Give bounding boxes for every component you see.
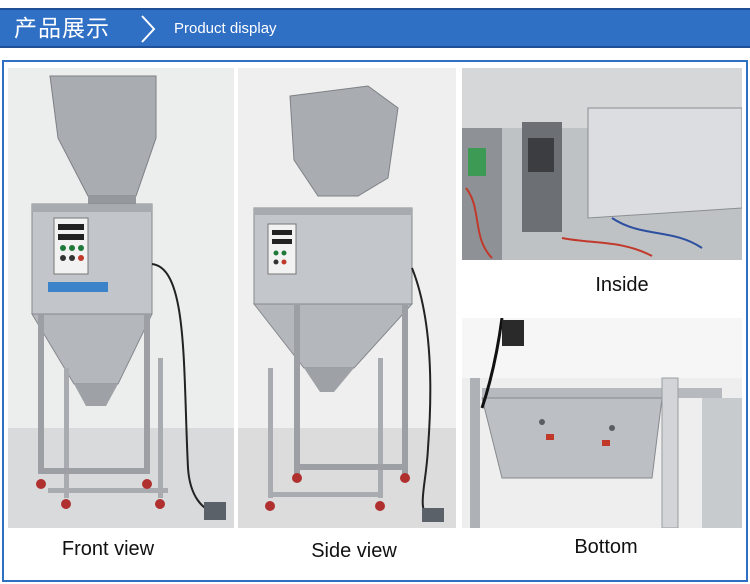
- product-panel: [2, 60, 748, 582]
- front-view-photo: [8, 68, 234, 528]
- side-view-photo: [238, 68, 456, 528]
- inside-machine: [462, 68, 742, 260]
- inside-photo: [462, 68, 742, 260]
- bottom-machine: [462, 318, 742, 528]
- front-view-machine: [8, 68, 234, 528]
- caption-side-view: Side view: [311, 540, 397, 562]
- page-header: 产品展示 Product display: [0, 0, 750, 56]
- caption-front-view: Front view: [61, 538, 155, 560]
- header-title-en: Product display: [174, 20, 277, 37]
- header-bar: 产品展示 Product display: [0, 8, 750, 48]
- bottom-photo: [462, 318, 742, 528]
- header-title-cn: 产品展示: [14, 16, 110, 42]
- chevron-right-icon: [141, 15, 156, 43]
- side-view-machine: [238, 68, 456, 528]
- caption-inside: Inside: [595, 274, 649, 296]
- caption-bottom: Bottom: [574, 536, 638, 558]
